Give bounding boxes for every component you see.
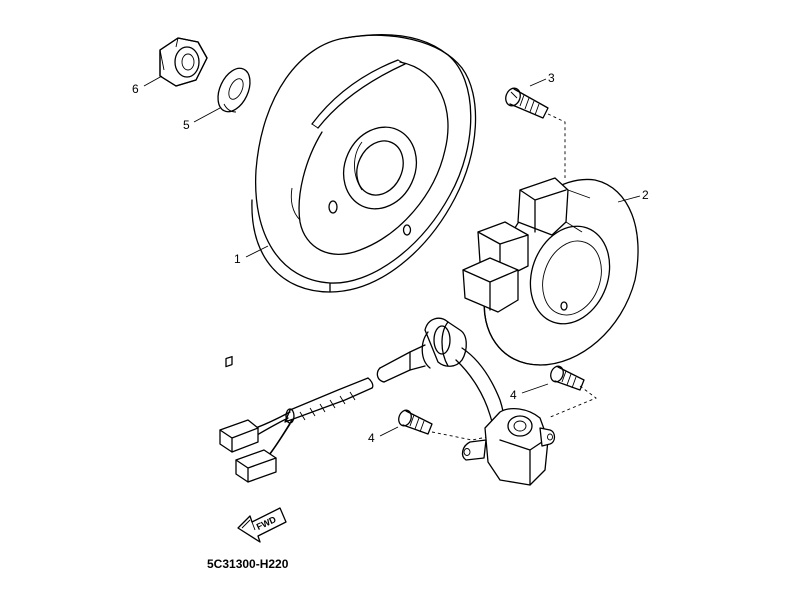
washer-part-5 xyxy=(217,67,251,113)
callout-4-upper: 4 xyxy=(510,388,517,402)
screw-part-4-lower xyxy=(398,409,433,435)
connector-upper xyxy=(219,355,259,453)
callout-5: 5 xyxy=(183,118,190,132)
leader-lines xyxy=(143,75,641,437)
alignment-line-screw-3 xyxy=(547,113,566,178)
callout-4-lower: 4 xyxy=(368,431,375,445)
callout-1: 1 xyxy=(234,252,241,266)
callout-3: 3 xyxy=(548,71,555,85)
callout-6: 6 xyxy=(132,82,139,96)
diagram-code: 5C31300-H220 xyxy=(207,557,289,571)
flywheel-rotor-part-1 xyxy=(251,34,477,293)
screw-part-3 xyxy=(505,87,549,119)
alignment-line-screw-4b xyxy=(431,431,493,441)
alignment-line-screw-4a xyxy=(547,385,597,419)
hex-nut-part-6 xyxy=(159,37,208,87)
wiring-harness xyxy=(249,317,507,463)
stator-part-2 xyxy=(462,177,639,366)
pickup-coil xyxy=(461,407,556,486)
fwd-direction-arrow: FWD xyxy=(237,507,287,543)
callout-2: 2 xyxy=(642,188,649,202)
screw-part-4-upper xyxy=(550,365,585,391)
connector-lower xyxy=(235,449,277,483)
